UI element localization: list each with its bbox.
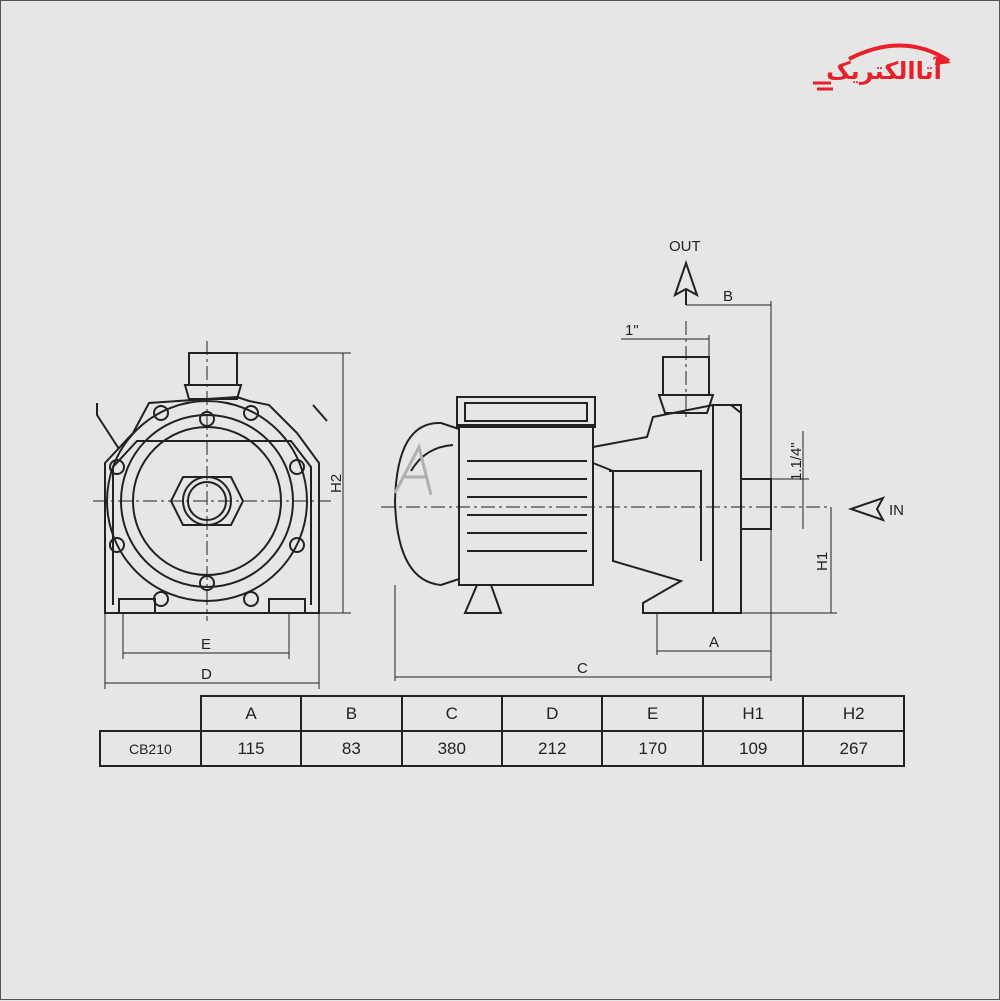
value-a: 115 [199, 730, 303, 767]
dimensions-table: A B C D E H1 H2 CB210 115 83 380 212 170… [99, 695, 905, 767]
outlet-size-label: 1" [625, 322, 639, 339]
table-header-row: A B C D E H1 H2 [100, 695, 905, 732]
watermark-logo [393, 442, 433, 496]
value-h2: 267 [802, 730, 905, 767]
model-cell: CB210 [99, 730, 202, 767]
pump-front-view [96, 352, 328, 614]
header-h2: H2 [802, 695, 905, 732]
header-c: C [400, 695, 504, 732]
dim-h1-label: H1 [814, 552, 831, 571]
dim-c-label: C [577, 660, 588, 677]
out-label: OUT [669, 238, 701, 255]
dim-d-label: D [201, 666, 212, 683]
brand-logo-text: آتاالکتریک [826, 57, 943, 85]
brand-logo [813, 43, 951, 91]
header-d: D [500, 695, 604, 732]
value-d: 212 [500, 730, 604, 767]
flow-arrows [673, 259, 886, 522]
dim-b-label: B [723, 288, 733, 305]
value-b: 83 [300, 730, 403, 767]
inlet-size-label: 1.1/4" [788, 442, 805, 481]
table-row: CB210 115 83 380 212 170 109 267 [99, 730, 905, 767]
value-e: 170 [601, 730, 704, 767]
dim-e-label: E [201, 636, 211, 653]
dim-h2-label: H2 [328, 474, 345, 493]
in-arrow-icon [847, 496, 886, 522]
value-h1: 109 [701, 730, 805, 767]
header-a: A [199, 695, 303, 732]
header-h1: H1 [701, 695, 805, 732]
dim-a-label: A [709, 634, 719, 651]
table-corner-cell [100, 696, 201, 731]
header-e: E [601, 695, 704, 732]
in-label: IN [889, 502, 904, 519]
header-b: B [300, 695, 403, 732]
dimension-lines [93, 301, 837, 689]
value-c: 380 [400, 730, 504, 767]
pump-side-view [393, 356, 772, 614]
